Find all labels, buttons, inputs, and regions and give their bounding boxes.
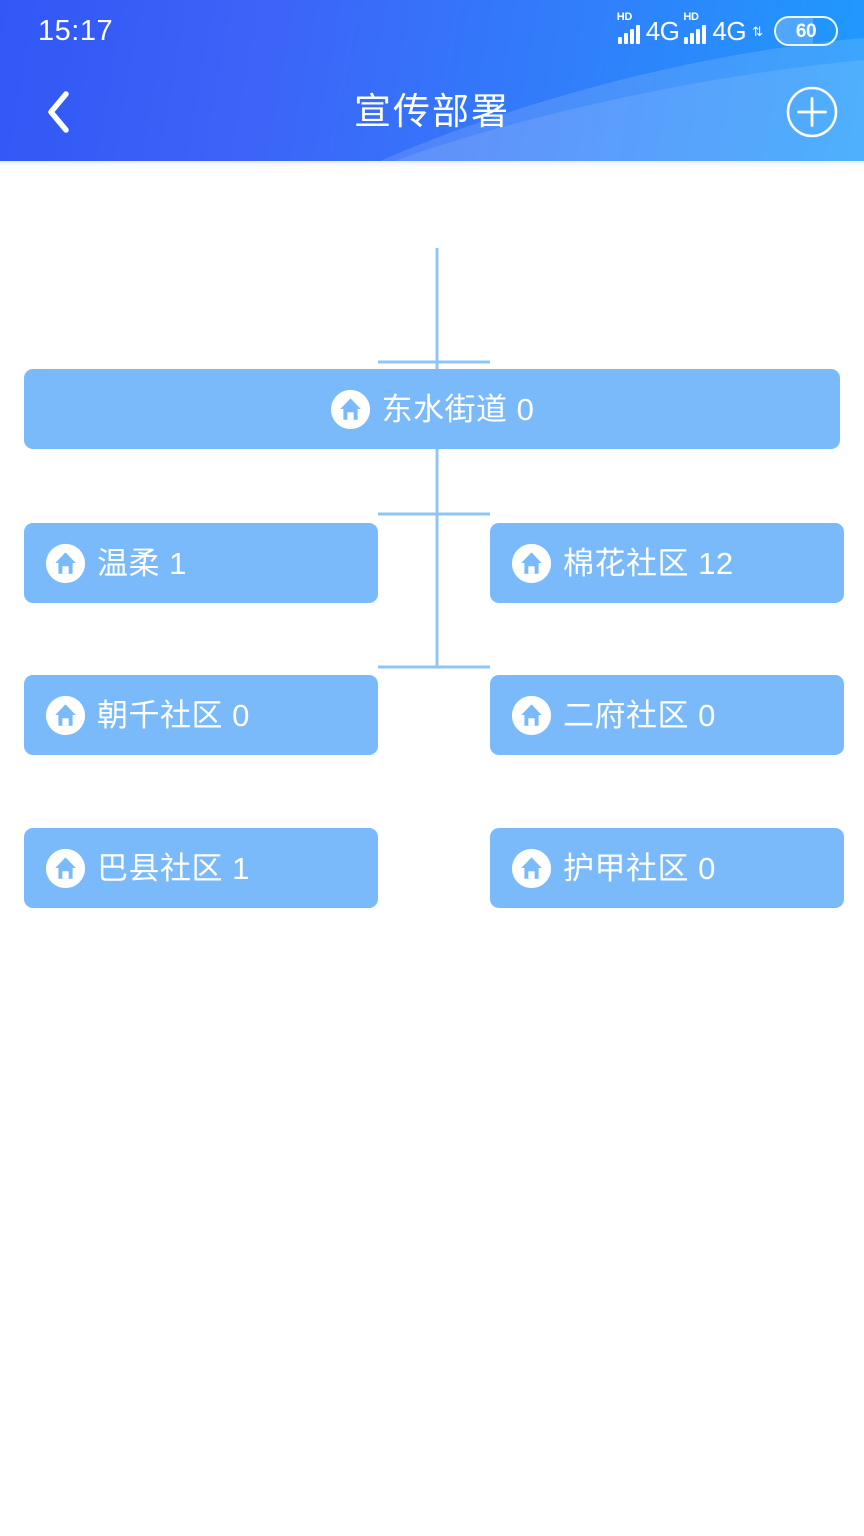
home-icon [330, 389, 370, 429]
tree-node-label: 温柔 1 [97, 545, 187, 581]
home-icon [45, 695, 86, 735]
sim1-hd-badge: HD [616, 11, 633, 23]
tree-node-label: 二府社区 0 [563, 697, 716, 733]
sim1-signal-icon: HD [617, 12, 640, 44]
tree-node-label: 朝千社区 0 [97, 697, 250, 733]
header-shadow [0, 161, 864, 168]
back-button[interactable] [30, 84, 86, 140]
tree-node-child-0[interactable]: 温柔 1 [24, 523, 378, 603]
sim1-signal-bars [617, 23, 640, 44]
app-header: 15:17 HD 4G HD 4G ⇅ 60 [0, 0, 864, 161]
home-icon [45, 543, 86, 583]
home-icon [511, 543, 552, 583]
home-icon [511, 695, 552, 735]
battery-fill [776, 18, 814, 44]
tree-node-label: 护甲社区 0 [563, 850, 716, 886]
tree-node-root[interactable]: 东水街道 0 [24, 369, 840, 449]
home-icon [511, 848, 552, 888]
home-icon [45, 848, 86, 888]
tree-node-child-1[interactable]: 棉花社区 12 [490, 523, 844, 603]
sim2-network-label: 4G [712, 16, 747, 46]
sim2-signal-icon: HD [683, 12, 707, 44]
status-time: 15:17 [38, 14, 114, 47]
tree-node-label: 东水街道 0 [381, 391, 535, 427]
chevron-left-icon [48, 90, 69, 133]
status-indicators: HD 4G HD 4G ⇅ 60 [617, 12, 838, 46]
page-title: 宣传部署 [354, 91, 510, 132]
tree-node-child-3[interactable]: 二府社区 0 [490, 675, 844, 755]
plus-circle-icon [786, 86, 838, 137]
sim1-indicator: HD 4G [617, 12, 680, 46]
data-transfer-icon: ⇅ [752, 23, 763, 39]
sim1-network-label: 4G [645, 16, 680, 46]
tree-node-label: 巴县社区 1 [97, 850, 250, 886]
tree-node-label: 棉花社区 12 [563, 545, 734, 581]
title-bar: 宣传部署 [0, 62, 864, 161]
battery-icon: 60 [774, 16, 838, 46]
org-tree: 东水街道 0 温柔 1 棉花社区 12 朝千社区 0 [0, 168, 864, 1536]
tree-node-child-5[interactable]: 护甲社区 0 [490, 828, 844, 908]
tree-node-child-4[interactable]: 巴县社区 1 [24, 828, 378, 908]
sim2-indicator: HD 4G [683, 12, 747, 46]
status-bar: 15:17 HD 4G HD 4G ⇅ 60 [0, 0, 864, 62]
sim2-signal-bars [684, 23, 707, 44]
battery-level: 60 [795, 20, 817, 42]
tree-node-child-2[interactable]: 朝千社区 0 [24, 675, 378, 755]
add-button[interactable] [784, 84, 840, 140]
sim2-hd-badge: HD [683, 11, 699, 23]
